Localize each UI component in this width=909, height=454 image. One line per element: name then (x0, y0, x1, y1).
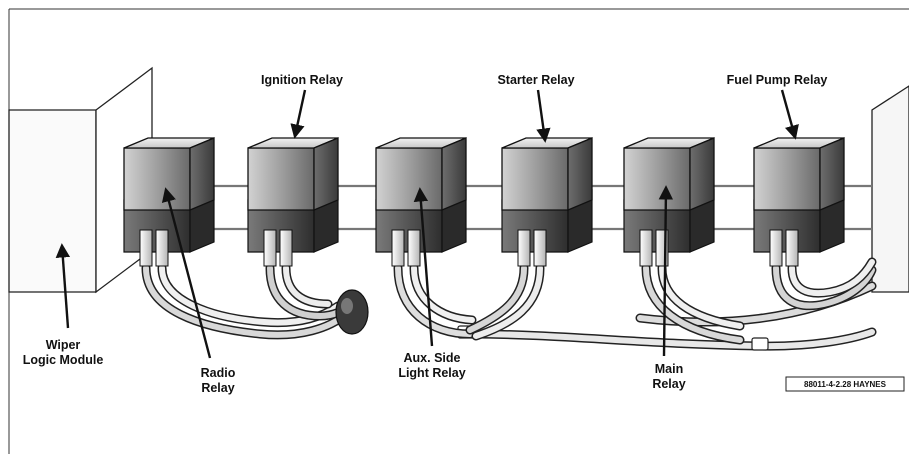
relay-block (124, 138, 844, 266)
ignition-relay (248, 138, 338, 266)
main-relay-body-front (624, 148, 690, 210)
figure-code: 88011-4-2.28 HAYNES (804, 380, 887, 389)
starter-relay-terminal (534, 230, 546, 266)
label-aux-line-2: Light Relay (398, 366, 465, 380)
ignition-relay-body-side (314, 138, 338, 210)
arrow-ignition-relay (295, 90, 305, 136)
starter-relay-terminal (518, 230, 530, 266)
label-main-line-2: Relay (652, 377, 685, 391)
aux-side-light-relay-body-side (442, 138, 466, 210)
label-ignition-relay: Ignition Relay (261, 73, 343, 87)
label-wiper-line-1: Wiper (46, 338, 81, 352)
relay-wiring (146, 262, 872, 340)
ignition-relay-terminal (264, 230, 276, 266)
radio-relay-terminal (156, 230, 168, 266)
ignition-relay-body-front (248, 148, 314, 210)
aux-side-light-relay-terminal (392, 230, 404, 266)
label-fuel-pump-relay: Fuel Pump Relay (727, 73, 828, 87)
fuel-pump-relay-body-front (754, 148, 820, 210)
right-module-housing (872, 86, 909, 292)
label-main-line-1: Main (655, 362, 683, 376)
main-relay-terminal (640, 230, 652, 266)
figure-code-box: 88011-4-2.28 HAYNES (786, 377, 904, 391)
aux-side-light-relay-body-front (376, 148, 442, 210)
label-wiper-line-2: Logic Module (23, 353, 104, 367)
arrow-starter-relay (538, 90, 545, 140)
radio-relay-terminal (140, 230, 152, 266)
fuel-pump-relay (754, 138, 844, 266)
label-aux-line-1: Aux. Side (404, 351, 461, 365)
arrow-fuel-pump-relay (782, 90, 795, 137)
aux-side-light-relay-terminal (408, 230, 420, 266)
radio-relay-body-front (124, 148, 190, 210)
label-starter-relay: Starter Relay (497, 73, 574, 87)
main-relay-body-side (690, 138, 714, 210)
starter-relay (502, 138, 592, 266)
starter-relay-body-front (502, 148, 568, 210)
main-relay (624, 138, 714, 266)
fuel-pump-relay-terminal (770, 230, 782, 266)
fuel-pump-relay-terminal (786, 230, 798, 266)
fuel-pump-relay-body-side (820, 138, 844, 210)
ignition-relay-terminal (280, 230, 292, 266)
label-radio-line-2: Relay (201, 381, 234, 395)
radio-relay-body-side (190, 138, 214, 210)
label-radio-line-1: Radio (201, 366, 236, 380)
starter-relay-body-side (568, 138, 592, 210)
